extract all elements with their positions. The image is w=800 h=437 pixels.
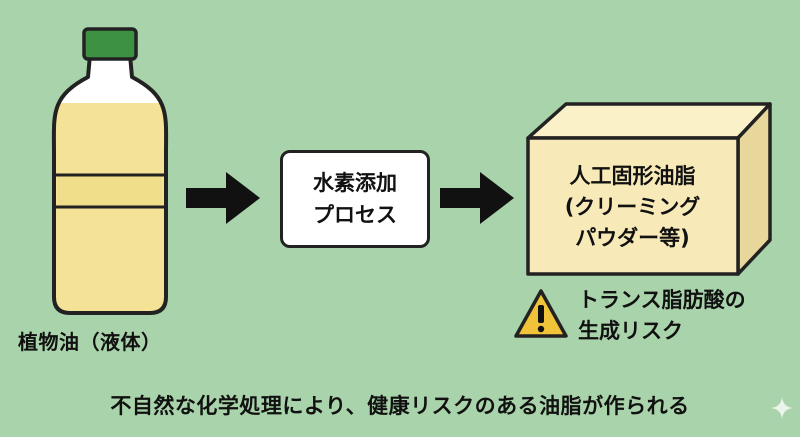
solid-fat-label: 人工固形油脂 (クリーミング パウダー等) <box>530 152 735 262</box>
caption: 不自然な化学処理により、健康リスクのある油脂が作られる <box>110 394 690 418</box>
solid-fat-block-icon <box>526 102 772 276</box>
trans-fat-warning: トランス脂肪酸の 生成リスク <box>578 285 800 347</box>
product-line2: (クリーミング <box>564 194 701 219</box>
warning-line1: トランス脂肪酸の <box>578 288 746 312</box>
warning-line2: 生成リスク <box>578 319 683 343</box>
oil-bottle-icon <box>51 27 169 315</box>
product-line3: パウダー等) <box>575 225 690 250</box>
sparkle-icon <box>771 397 793 419</box>
process-line2: プロセス <box>313 203 397 227</box>
arrow-right-icon-2 <box>440 172 514 224</box>
hydrogenation-process-box: 水素添加 プロセス <box>280 150 430 248</box>
oil-label: 植物油（液体） <box>18 330 162 354</box>
product-line1: 人工固形油脂 <box>569 163 696 188</box>
warning-icon <box>514 289 568 338</box>
arrow-right-icon <box>186 172 260 224</box>
process-line1: 水素添加 <box>313 171 397 195</box>
